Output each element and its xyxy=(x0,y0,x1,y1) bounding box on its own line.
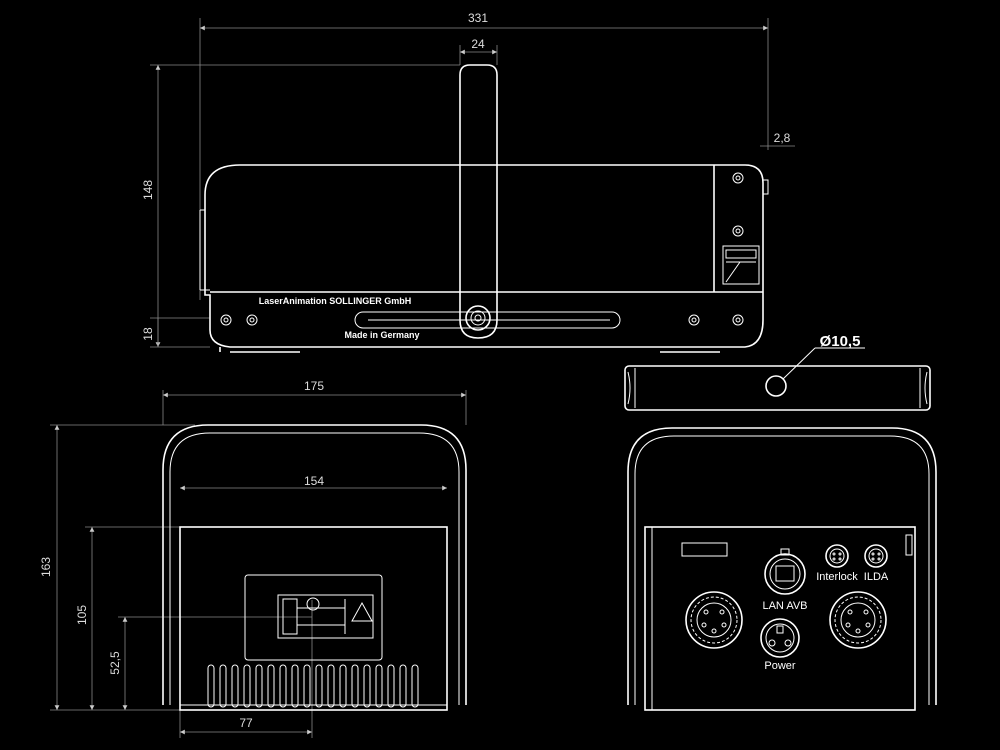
dim-154: 154 xyxy=(304,474,324,488)
dim-105: 105 xyxy=(75,605,89,625)
ilda-label: ILDA xyxy=(864,571,889,583)
lan-avb-connector: LAN AVB xyxy=(762,548,808,612)
dim-175: 175 xyxy=(304,379,324,393)
made-in-label: Made in Germany xyxy=(344,330,419,340)
dim-77: 77 xyxy=(239,716,253,730)
hole-diameter-label: Ø10,5 xyxy=(820,333,861,350)
dim-331: 331 xyxy=(468,11,488,25)
dim-52-5: 52,5 xyxy=(108,651,122,675)
ilda-connector: ILDA xyxy=(864,544,889,583)
dmx-in-connector xyxy=(685,591,743,649)
dim-24: 24 xyxy=(471,37,485,51)
dim-148: 148 xyxy=(141,180,155,200)
rear-view: LAN AVB Power Interlock ILDA xyxy=(627,427,937,711)
dim-18: 18 xyxy=(141,327,155,341)
power-label: Power xyxy=(764,660,796,672)
dmx-out-connector xyxy=(829,591,887,649)
lan-avb-label: LAN AVB xyxy=(762,600,807,612)
front-view: 175 154 163 105 52,5 77 xyxy=(39,379,467,738)
side-view: 331 24 148 18 2,8 xyxy=(141,11,795,353)
power-connector: Power xyxy=(760,618,800,672)
dim-163: 163 xyxy=(39,557,53,577)
brand-label: LaserAnimation SOLLINGER GmbH xyxy=(259,296,412,306)
interlock-label: Interlock xyxy=(816,571,858,583)
dim-2-8: 2,8 xyxy=(774,131,791,145)
vent-slots xyxy=(207,664,419,708)
interlock-connector: Interlock xyxy=(816,544,858,583)
top-view: Ø10,5 xyxy=(624,333,931,411)
